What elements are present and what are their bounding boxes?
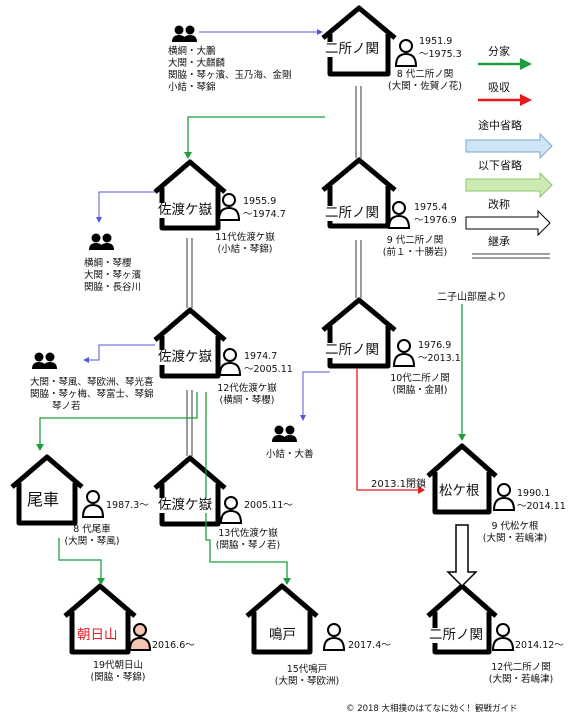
oyakata-name: 8 代二所ノ関 xyxy=(396,69,454,80)
house-icon xyxy=(10,454,84,526)
group-icon xyxy=(272,425,297,442)
term-start: 2005.11～ xyxy=(244,500,293,511)
oyakata-name: 13代佐渡ケ嶽 xyxy=(218,528,278,539)
oyakata-rank: (大関・若嶋津) xyxy=(488,674,554,685)
legend-symbols xyxy=(465,58,553,259)
person-icon xyxy=(387,201,411,229)
term-start: 2017.4～ xyxy=(348,640,391,651)
group-icon xyxy=(89,233,114,250)
oyakata-rank: (大関・若嶋津) xyxy=(482,533,548,544)
oyakata-name: 9 代松ケ根 xyxy=(491,521,539,532)
stable-name: 佐渡ケ嶽 xyxy=(157,349,213,365)
term-start: 1975.4 xyxy=(414,202,448,213)
stable-name: 二所ノ関 xyxy=(324,205,380,221)
term-start: 1976.9 xyxy=(418,340,452,351)
person-icon xyxy=(392,339,416,367)
stable-name: 朝日山 xyxy=(76,627,119,643)
oyakata-rank: (大関・琴風) xyxy=(64,536,120,547)
wrestler-line: 関脇・琴ヶ梅、琴富士、琴錦 xyxy=(30,389,154,400)
wrestler-line: 小結・琴錦 xyxy=(168,82,216,93)
house-icon xyxy=(153,307,227,379)
person-icon xyxy=(322,623,346,651)
term-end: ～2005.11 xyxy=(244,364,293,375)
oyakata-name: 12代佐渡ケ嶽 xyxy=(217,383,277,394)
oyakata-rank: (大関・琴欧洲) xyxy=(274,676,340,687)
person-icon xyxy=(394,39,418,67)
person-icon xyxy=(128,623,152,651)
wrestler-line: 大関・琴風、琴欧洲、琴光喜 xyxy=(30,377,154,388)
person-icon xyxy=(81,490,105,518)
person-icon xyxy=(218,348,242,376)
term-start: 2016.6～ xyxy=(152,640,195,651)
group-icon xyxy=(172,25,197,42)
stable-name: 松ケ根 xyxy=(438,483,481,499)
oyakata-rank: (大関・佐賀ノ花) xyxy=(388,81,462,92)
oyakata-name: 10代二所ノ関 xyxy=(390,373,450,384)
group-icon xyxy=(32,352,57,369)
house-icon xyxy=(426,443,498,515)
oyakata-rank: (関脇・琴ノ若) xyxy=(215,540,281,551)
oyakata-rank: (横綱・琴櫻) xyxy=(219,395,275,406)
legend-omit-after-label: 以下省略 xyxy=(478,159,522,172)
oyakata-rank: (関脇・琴錦) xyxy=(90,672,146,683)
stable-name: 二所ノ関 xyxy=(324,342,380,358)
oyakata-rank: (関脇・金剛) xyxy=(392,385,448,396)
stable-name: 佐渡ケ嶽 xyxy=(157,202,213,218)
oyakata-name: 11代佐渡ケ嶽 xyxy=(215,232,275,243)
copyright: © 2018 大相撲のはてなに効く！観戦ガイド xyxy=(346,704,518,714)
wrestler-line: 横綱・大鵬 xyxy=(168,46,216,57)
origin-note: 二子山部屋より xyxy=(437,292,507,303)
absorb-date: 2013.1閉鎖 xyxy=(371,479,426,490)
wrestler-line: 横綱・琴櫻 xyxy=(84,258,132,269)
oyakata-name: 15代鳴戸 xyxy=(286,664,328,675)
house-icon xyxy=(245,583,319,655)
oyakata-name: 12代二所ノ関 xyxy=(491,662,551,673)
stable-name: 二所ノ関 xyxy=(428,627,484,643)
stable-name: 佐渡ケ嶽 xyxy=(157,497,213,513)
term-end: ～1974.7 xyxy=(243,209,286,220)
person-icon xyxy=(491,623,515,651)
rename-arrow xyxy=(446,524,478,588)
wrestler-line: 小結・大善 xyxy=(266,449,314,460)
wrestler-line: 琴ノ若 xyxy=(52,401,81,412)
legend-rename-label: 改称 xyxy=(488,198,510,211)
legend-branch-label: 分家 xyxy=(488,45,510,58)
term-end: ～2013.1 xyxy=(418,353,461,364)
term-end: ～1976.9 xyxy=(414,215,457,226)
term-start: 1990.1 xyxy=(517,488,551,499)
oyakata-name: 8 代尾車 xyxy=(73,524,111,535)
stable-name: 鳴戸 xyxy=(268,627,297,643)
stable-name: 尾車 xyxy=(26,490,61,509)
stable-name: 二所ノ関 xyxy=(324,41,380,57)
person-icon xyxy=(219,496,243,524)
term-end: ～2014.11 xyxy=(517,501,566,512)
legend-omit-mid-label: 途中省略 xyxy=(478,119,522,132)
house-icon xyxy=(63,583,137,655)
house-icon xyxy=(153,455,227,527)
term-start: 2014.12～ xyxy=(515,640,564,651)
oyakata-rank: (小結・琴錦) xyxy=(217,244,273,255)
legend-inherit-label: 継承 xyxy=(488,235,510,248)
legend-absorb-label: 吸収 xyxy=(488,81,510,94)
oyakata-name: 19代朝日山 xyxy=(92,660,144,671)
wrestler-line: 大関・琴ヶ濱 xyxy=(84,270,142,281)
wrestler-line: 関脇・長谷川 xyxy=(84,282,142,293)
term-start: 1974.7 xyxy=(244,351,278,362)
person-icon xyxy=(217,193,241,221)
wrestler-line: 大関・大麒麟 xyxy=(168,58,226,69)
house-icon xyxy=(153,159,227,231)
term-start: 1951.9 xyxy=(419,36,453,47)
term-end: ～1975.3 xyxy=(419,49,462,60)
oyakata-rank: (前１・十勝岩) xyxy=(382,247,448,258)
person-icon xyxy=(492,483,516,511)
term-start: 1955.9 xyxy=(243,196,277,207)
wrestler-line: 関脇・琴ヶ濱、玉乃海、金剛 xyxy=(168,70,292,81)
oyakata-name: 9 代二所ノ関 xyxy=(386,235,444,246)
term-start: 1987.3～ xyxy=(106,500,149,511)
